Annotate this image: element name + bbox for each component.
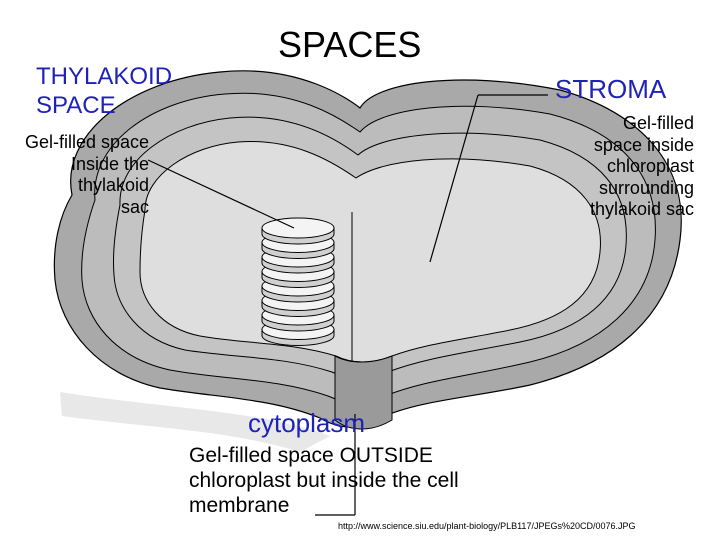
desc-line: chloroplast — [606, 156, 694, 177]
desc-line: Inside the — [70, 153, 149, 174]
cutaway-front-wall — [334, 355, 393, 430]
stroma-heading: STROMA — [555, 74, 667, 104]
page-title: SPACES — [278, 24, 422, 65]
desc-line: thylakoid sac — [589, 199, 694, 220]
desc-line: Gel-filled space OUTSIDE — [189, 444, 433, 467]
desc-line: Gel-filled space — [24, 132, 149, 152]
heading-line: THYLAKOID — [36, 63, 173, 90]
desc-line: membrane — [189, 493, 290, 517]
cytoplasm-heading: cytoplasm — [248, 408, 366, 438]
cytoplasm-description: Gel-filled space OUTSIDE chloroplast but… — [189, 444, 459, 518]
desc-line: sac — [120, 196, 149, 217]
stroma-region — [139, 141, 601, 363]
granum-stack — [261, 217, 335, 346]
source-url-link[interactable]: http://www.science.siu.edu/plant-biology… — [338, 521, 636, 531]
desc-line: space inside — [593, 134, 694, 155]
desc-line: surrounding — [598, 177, 694, 198]
thylakoid-space-description: Gel-filled space Inside the thylakoid sa… — [25, 132, 149, 218]
stroma-leader-line — [429, 94, 479, 263]
desc-line: Gel-filled — [622, 113, 694, 133]
thylakoid-disc — [261, 217, 335, 239]
cytoplasm-band — [60, 392, 330, 452]
heading-line: SPACE — [36, 92, 116, 120]
desc-line: thylakoid — [77, 175, 149, 196]
desc-line: chloroplast but inside the cell — [189, 468, 459, 492]
thylakoid-space-heading: THYLAKOID SPACE — [36, 62, 172, 121]
stroma-description: Gel-filled space inside chloroplast surr… — [590, 113, 694, 221]
thylakoid-leader-line — [147, 159, 295, 229]
